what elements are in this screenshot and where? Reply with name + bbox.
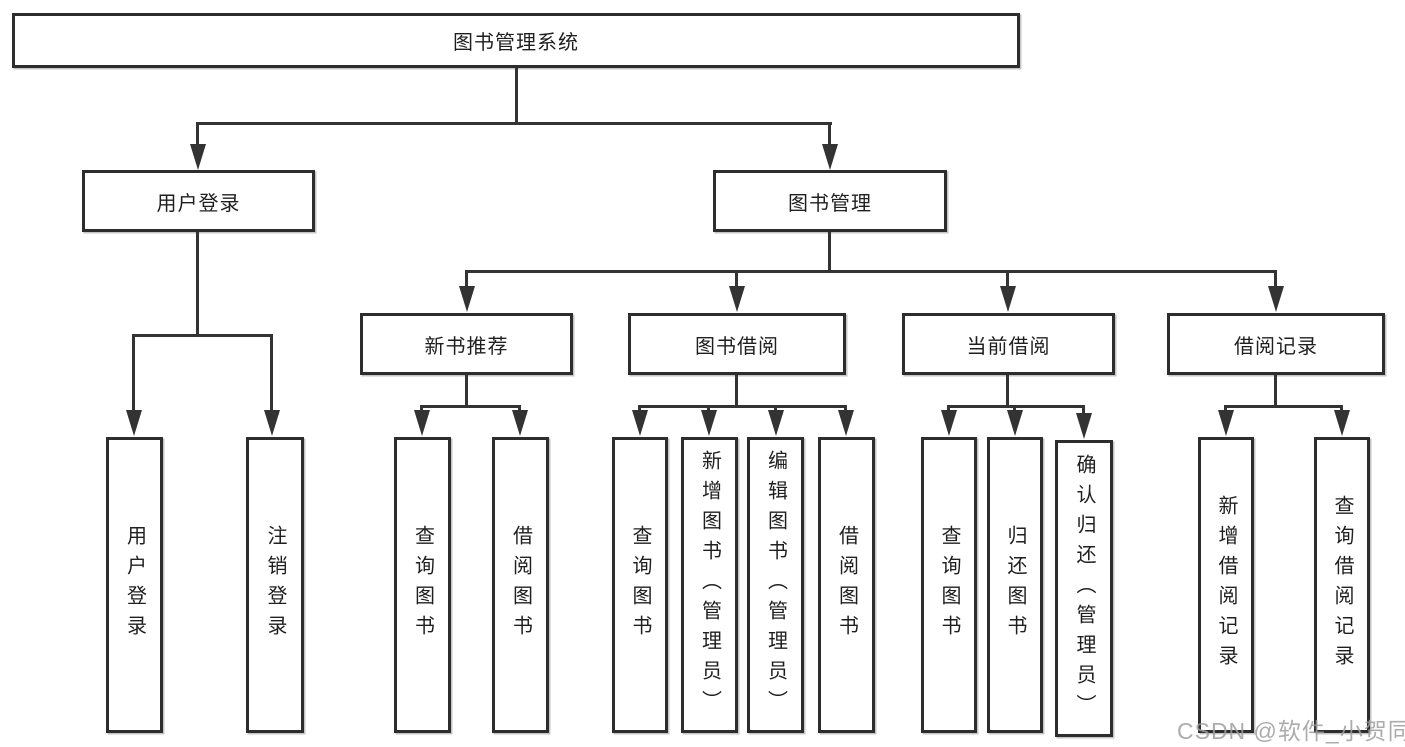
connector-v-to-book-borrowing: [735, 270, 738, 290]
arrow-down-icon: [701, 410, 717, 436]
connector-v-borrowing-records: [1274, 375, 1277, 408]
node-label: 确认归还（管理员）: [1073, 453, 1095, 724]
connector-v-current-borrowing: [1006, 375, 1009, 408]
connector-h-book-borrowing: [638, 405, 847, 408]
node-logout: 注销登录: [246, 437, 304, 733]
node-label: 图书管理系统: [453, 32, 579, 54]
csdn-watermark: CSDN @软件_小贺同学: [1177, 718, 1405, 744]
connector-stub: [518, 405, 521, 414]
node-label: 当前借阅: [966, 335, 1051, 358]
connector-h-book-management: [465, 270, 1277, 273]
node-label: 借阅记录: [1234, 335, 1318, 358]
node-label: 查询图书: [411, 525, 434, 645]
arrow-down-icon: [126, 410, 142, 436]
arrow-down-icon: [1076, 413, 1092, 439]
node-label: 查询图书: [938, 525, 960, 645]
node-library-management-system: 图书管理系统: [12, 13, 1020, 68]
node-add-books-admin: 新增图书（管理员）: [681, 437, 738, 733]
connector-stub: [420, 405, 423, 414]
connector-v-to-new-book: [465, 270, 468, 290]
connector-h-user-login: [133, 334, 273, 337]
arrow-down-icon: [632, 410, 648, 436]
node-label: 用户登录: [156, 192, 241, 215]
arrow-down-icon: [1268, 286, 1284, 312]
connector-h-current-borrowing: [947, 405, 1085, 408]
node-user-login: 用户登录: [82, 170, 315, 232]
connector-v-to-borrowing-records: [1274, 270, 1277, 290]
connector-v-to-logout: [270, 334, 273, 414]
node-label: 借阅图书: [509, 525, 532, 645]
node-borrow-books-borrowing: 借阅图书: [818, 437, 875, 733]
connector-stub: [1013, 405, 1016, 414]
arrow-down-icon: [822, 144, 838, 170]
arrow-down-icon: [941, 410, 957, 436]
arrow-down-icon: [1218, 410, 1234, 436]
node-search-borrow-record: 查询借阅记录: [1314, 437, 1370, 733]
node-book-management: 图书管理: [713, 170, 947, 232]
node-label: 注销登录: [264, 525, 286, 645]
connector-stub: [947, 405, 950, 414]
node-label: 图书借阅: [695, 335, 779, 358]
node-search-books-current: 查询图书: [921, 437, 977, 733]
node-label: 新增图书（管理员）: [698, 450, 721, 720]
node-label: 编辑图书（管理员）: [764, 450, 787, 720]
connector-stub: [844, 405, 847, 414]
arrow-down-icon: [729, 286, 745, 312]
connector-v-book-borrowing: [735, 375, 738, 408]
node-label: 归还图书: [1004, 525, 1026, 645]
arrow-down-icon: [264, 410, 280, 436]
node-edit-books-admin: 编辑图书（管理员）: [747, 437, 804, 733]
connector-stub: [1082, 405, 1085, 414]
connector-stub: [1224, 405, 1227, 414]
connector-stub: [707, 405, 710, 414]
arrow-down-icon: [1334, 410, 1350, 436]
node-label: 新书推荐: [424, 335, 509, 358]
connector-h-new-book: [420, 405, 521, 408]
arrow-down-icon: [512, 410, 528, 436]
node-label: 图书管理: [788, 192, 872, 215]
node-search-books-borrowing: 查询图书: [612, 437, 668, 733]
arrow-down-icon: [414, 410, 430, 436]
arrow-down-icon: [1000, 286, 1016, 312]
node-current-borrowing: 当前借阅: [902, 313, 1115, 375]
connector-v-new-book: [465, 375, 468, 408]
node-label: 查询借阅记录: [1331, 495, 1353, 675]
node-label: 借阅图书: [835, 525, 858, 645]
node-user-login-leaf: 用户登录: [106, 437, 163, 733]
arrow-down-icon: [768, 410, 784, 436]
connector-v-to-user-login-leaf: [132, 334, 135, 414]
node-borrow-books-recommend: 借阅图书: [492, 437, 549, 733]
node-return-books: 归还图书: [987, 437, 1043, 733]
node-borrowing-records: 借阅记录: [1167, 313, 1385, 375]
connector-h-root: [197, 122, 832, 125]
connector-stub: [638, 405, 641, 414]
arrow-down-icon: [1007, 410, 1023, 436]
node-add-borrow-record: 新增借阅记录: [1198, 437, 1254, 733]
node-book-borrowing: 图书借阅: [628, 313, 846, 375]
connector-stub: [774, 405, 777, 414]
arrow-down-icon: [838, 410, 854, 436]
connector-v-book-management: [828, 232, 831, 273]
connector-v-to-book-management: [828, 122, 831, 148]
connector-h-borrowing-records: [1224, 405, 1343, 408]
connector-v-to-user-login: [196, 122, 199, 148]
arrow-down-icon: [190, 144, 206, 170]
node-label: 新增借阅记录: [1215, 495, 1237, 675]
connector-stub: [1340, 405, 1343, 414]
node-label: 查询图书: [629, 525, 651, 645]
connector-v-to-current-borrowing: [1006, 270, 1009, 290]
connector-v-user-login: [196, 232, 199, 337]
node-label: 用户登录: [123, 525, 146, 645]
connector-v-root: [515, 68, 518, 124]
node-search-books-recommend: 查询图书: [394, 437, 451, 733]
arrow-down-icon: [459, 286, 475, 312]
node-confirm-return-admin: 确认归还（管理员）: [1055, 440, 1113, 737]
node-new-book-recommendation: 新书推荐: [360, 313, 573, 375]
